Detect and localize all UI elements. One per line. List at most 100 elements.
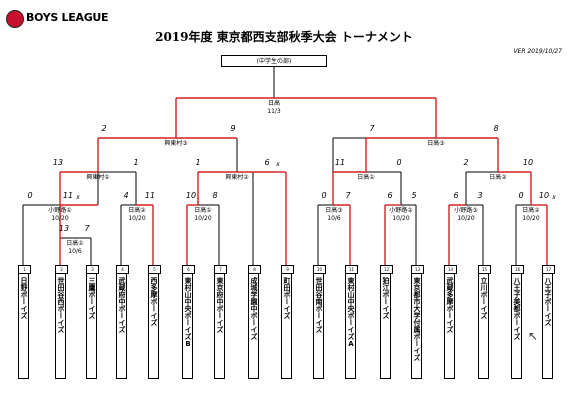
version-label: VER 2019/10/27	[513, 48, 562, 55]
r16-1-venue: 小野路①	[48, 207, 72, 214]
team-number: 17	[542, 265, 555, 274]
score-final-right: 9	[230, 124, 236, 133]
team-number: 3	[86, 265, 99, 274]
final-venue: 日高	[267, 100, 281, 107]
score-r16-1-left: 0	[27, 191, 33, 200]
score-r16-1-right: 11	[62, 191, 74, 200]
mouse-pointer-icon: ↖	[528, 329, 539, 343]
score-x3: x	[552, 194, 556, 201]
qf1-venue: 興東村①	[86, 174, 110, 181]
team-number: 15	[478, 265, 491, 274]
score-qf1-left: 13	[52, 158, 64, 167]
team-box: 11 東村山中央ボーイズA	[345, 265, 358, 379]
r16-6-date: 10/20	[457, 215, 475, 222]
team-name: 八王子ボーイズ	[544, 277, 552, 326]
team-number: 14	[444, 265, 457, 274]
score-r32-1-left: 13	[58, 224, 70, 233]
team-number: 4	[116, 265, 129, 274]
division-box: (中学生の部)	[221, 55, 327, 67]
team-box: 6 東村山中央ボーイズB	[182, 265, 195, 379]
r16-7-venue: 日高②	[522, 207, 540, 214]
qf3-venue: 日高①	[357, 174, 375, 181]
score-r16-5-right: 5	[411, 191, 417, 200]
r16-7-date: 10/20	[522, 215, 540, 222]
team-name: 世田谷南ボーイズ	[315, 277, 323, 333]
team-box: 7 東京府中ボーイズ	[214, 265, 227, 379]
score-r16-2-right: 11	[144, 191, 156, 200]
r32-1-date: 10/6	[68, 248, 82, 255]
qf2-venue: 興東村②	[225, 174, 249, 181]
team-name: 西多摩ボーイズ	[150, 277, 158, 326]
team-name: 成城学園中ボーイズ	[250, 277, 258, 340]
score-final-left2: 7	[369, 124, 375, 133]
score-r32-1-right: 7	[84, 224, 90, 233]
team-number: 9	[281, 265, 294, 274]
team-box: 3 三鷹ボーイズ	[86, 265, 99, 379]
team-name: 武蔵府中ボーイズ	[118, 277, 126, 333]
team-name: 東京府中ボーイズ	[216, 277, 224, 333]
r16-3-venue: 日高①	[194, 207, 212, 214]
score-r16-4-left: 0	[321, 191, 327, 200]
r16-3-date: 10/20	[194, 215, 212, 222]
score-r16-3-left: 10	[185, 191, 197, 200]
r16-5-date: 10/20	[392, 215, 410, 222]
team-box: 13 東京都市大学付属ボーイズ	[411, 265, 424, 379]
team-name: 町田ボーイズ	[283, 277, 291, 319]
team-name: 東村山中央ボーイズB	[184, 277, 192, 348]
team-name: 東村山中央ボーイズA	[347, 277, 355, 348]
score-r16-7-left: 0	[518, 191, 524, 200]
r16-4-venue: 日高③	[325, 207, 343, 214]
qf4-venue: 日高②	[489, 174, 507, 181]
team-number: 5	[148, 265, 161, 274]
team-number: 2	[55, 265, 68, 274]
team-box: 15 立川ボーイズ	[478, 265, 491, 379]
team-name: 日野ボーイズ	[20, 277, 28, 319]
logo-emblem-icon	[6, 10, 24, 28]
r16-6-venue: 小野路③	[454, 207, 478, 214]
score-final-right2: 8	[493, 124, 499, 133]
r16-5-venue: 小野路②	[389, 207, 413, 214]
team-name: 八王子美都ボーイズ	[513, 277, 521, 340]
score-qf3-left: 11	[334, 158, 346, 167]
team-name: 立川ボーイズ	[480, 277, 488, 319]
score-r16-5-left: 6	[387, 191, 393, 200]
score-final-left: 2	[101, 124, 107, 133]
score-x1: x	[276, 161, 280, 168]
team-box: 4 武蔵府中ボーイズ	[116, 265, 129, 379]
team-number: 12	[380, 265, 393, 274]
r16-2-date: 10/20	[128, 215, 146, 222]
team-name: 狛江ボーイズ	[382, 277, 390, 319]
team-box: 16 八王子美都ボーイズ	[511, 265, 524, 379]
team-box: 12 狛江ボーイズ	[380, 265, 393, 379]
score-qf1-right: 1	[133, 158, 139, 167]
score-r16-2-left: 4	[123, 191, 129, 200]
r16-4-date: 10/6	[327, 215, 341, 222]
team-name: 東京都市大学付属ボーイズ	[413, 277, 421, 361]
page-title: 2019年度 東京都西支部秋季大会 トーナメント	[155, 30, 413, 44]
r16-2-venue: 日高②	[128, 207, 146, 214]
team-box: 9 町田ボーイズ	[281, 265, 294, 379]
team-name: 世田谷西ボーイズ	[57, 277, 65, 333]
logo-text: BOYS LEAGUE	[26, 11, 109, 24]
score-qf4-right: 10	[522, 158, 534, 167]
team-number: 6	[182, 265, 195, 274]
score-r16-6-right: 3	[477, 191, 483, 200]
team-box: 10 世田谷南ボーイズ	[313, 265, 326, 379]
team-box: 5 西多摩ボーイズ	[148, 265, 161, 379]
team-name: 武蔵多摩ボーイズ	[446, 277, 454, 333]
team-box: 17 八王子ボーイズ	[542, 265, 555, 379]
team-number: 7	[214, 265, 227, 274]
r16-1-date: 10/20	[51, 215, 69, 222]
final-date: 11/3	[267, 108, 281, 115]
score-r16-7-right: 10	[538, 191, 550, 200]
score-r16-3-right: 8	[212, 191, 218, 200]
team-number: 8	[248, 265, 261, 274]
team-box: 1 日野ボーイズ	[18, 265, 31, 379]
team-box: 14 武蔵多摩ボーイズ	[444, 265, 457, 379]
team-number: 11	[345, 265, 358, 274]
score-qf2-left: 1	[195, 158, 201, 167]
score-qf3-right: 0	[396, 158, 402, 167]
score-qf4-left: 2	[463, 158, 469, 167]
team-box: 2 世田谷西ボーイズ	[55, 265, 68, 379]
